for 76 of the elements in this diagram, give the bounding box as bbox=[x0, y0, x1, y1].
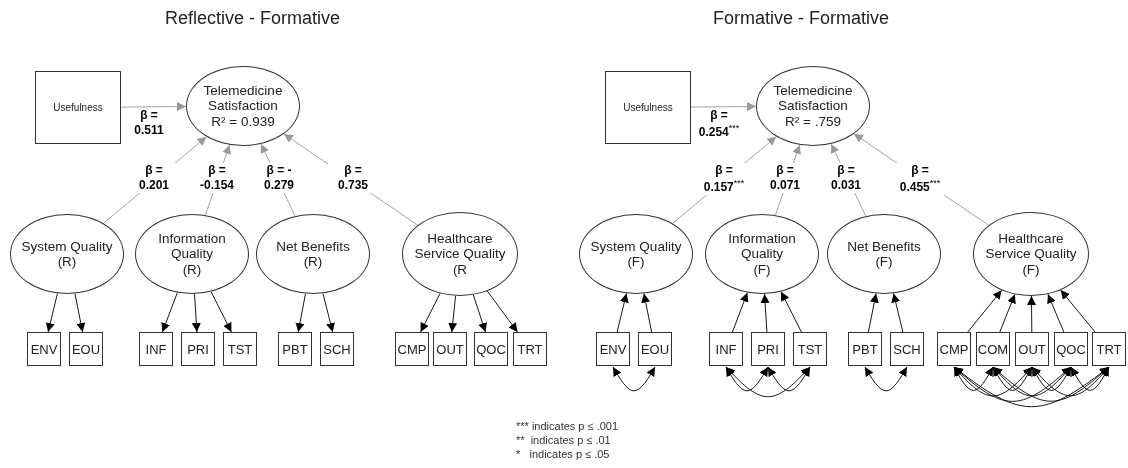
node-label: TRT bbox=[1096, 341, 1122, 357]
indicator-box bbox=[890, 332, 924, 366]
node-label: (F) bbox=[875, 254, 893, 270]
variable-box bbox=[35, 71, 121, 144]
indicator-box bbox=[223, 332, 257, 366]
indicator-box bbox=[69, 332, 103, 366]
indicator-box bbox=[709, 332, 743, 366]
node-label: (R) bbox=[303, 254, 323, 270]
indicator-box bbox=[320, 332, 354, 366]
indicator-box bbox=[474, 332, 508, 366]
indicator-box bbox=[848, 332, 882, 366]
node-label: (F) bbox=[753, 261, 771, 277]
node-label: Usefulness bbox=[53, 102, 103, 113]
node-label: EOU bbox=[640, 341, 670, 357]
panel-title: Reflective - Formative bbox=[165, 8, 341, 29]
node-label: R² = 0.939 bbox=[211, 113, 275, 129]
node-label: (R bbox=[452, 261, 468, 277]
node-label: (F) bbox=[1022, 261, 1040, 277]
indicator-box bbox=[139, 332, 173, 366]
node-label: SCH bbox=[323, 341, 351, 357]
node-label: INF bbox=[145, 341, 167, 357]
node-label: QOC bbox=[476, 341, 506, 357]
variable-box bbox=[605, 71, 691, 144]
node-label: SCH bbox=[893, 341, 921, 357]
node-label: (R) bbox=[182, 261, 202, 277]
node-label: System Quality bbox=[590, 238, 682, 254]
node-label: PRI bbox=[187, 341, 209, 357]
node-label: ENV bbox=[599, 341, 627, 357]
node-label: (R) bbox=[57, 254, 77, 270]
node-label: Net Benefits bbox=[276, 238, 350, 254]
node-label: Information Quality bbox=[727, 231, 797, 262]
node-label: EOU bbox=[71, 341, 101, 357]
significance-note: * indicates p ≤ .05 bbox=[516, 448, 610, 460]
node-label: Information Quality bbox=[157, 231, 227, 262]
node-label: CMP bbox=[939, 341, 969, 357]
node-label: Telemedicine Satisfaction bbox=[202, 83, 284, 114]
node-label: PRI bbox=[757, 341, 779, 357]
node-label: OUT bbox=[436, 341, 464, 357]
node-label: Telemedicine Satisfaction bbox=[772, 83, 854, 114]
node-label: OUT bbox=[1018, 341, 1046, 357]
node-label: System Quality bbox=[21, 238, 113, 254]
indicator-box bbox=[27, 332, 61, 366]
node-label: QOC bbox=[1056, 341, 1086, 357]
panel-title: Formative - Formative bbox=[713, 8, 890, 29]
significance-note: ** indicates p ≤ .01 bbox=[516, 434, 611, 446]
node-label: R² = .759 bbox=[785, 113, 841, 129]
indicator-box bbox=[513, 332, 547, 366]
node-label: CMP bbox=[397, 341, 427, 357]
node-label: (F) bbox=[627, 254, 645, 270]
indicator-box bbox=[278, 332, 312, 366]
edge-label: β = 0.455$^{***}$ bbox=[895, 163, 945, 195]
indicator-box bbox=[976, 332, 1010, 366]
node-label: PBT bbox=[852, 341, 878, 357]
indicator-box bbox=[638, 332, 672, 366]
indicator-box bbox=[1015, 332, 1049, 366]
indicator-box bbox=[937, 332, 971, 366]
node-label: INF bbox=[715, 341, 737, 357]
indicator-box bbox=[1054, 332, 1088, 366]
node-label: COM bbox=[977, 341, 1009, 357]
significance-note: *** indicates p ≤ .001 bbox=[516, 420, 619, 432]
node-label: Healthcare Service Quality bbox=[413, 231, 507, 262]
node-label: Healthcare Service Quality bbox=[984, 231, 1078, 262]
indicator-box bbox=[751, 332, 785, 366]
node-label: TRT bbox=[517, 341, 543, 357]
indicator-box bbox=[1092, 332, 1126, 366]
indicator-box bbox=[793, 332, 827, 366]
indicator-box bbox=[433, 332, 467, 366]
node-label: TST bbox=[227, 341, 253, 357]
indicator-box bbox=[395, 332, 429, 366]
node-label: Net Benefits bbox=[847, 238, 921, 254]
node-label: PBT bbox=[282, 341, 308, 357]
node-label: ENV bbox=[30, 341, 58, 357]
node-label: Usefulness bbox=[623, 102, 673, 113]
node-label: TST bbox=[797, 341, 823, 357]
indicator-box bbox=[596, 332, 630, 366]
indicator-box bbox=[181, 332, 215, 366]
